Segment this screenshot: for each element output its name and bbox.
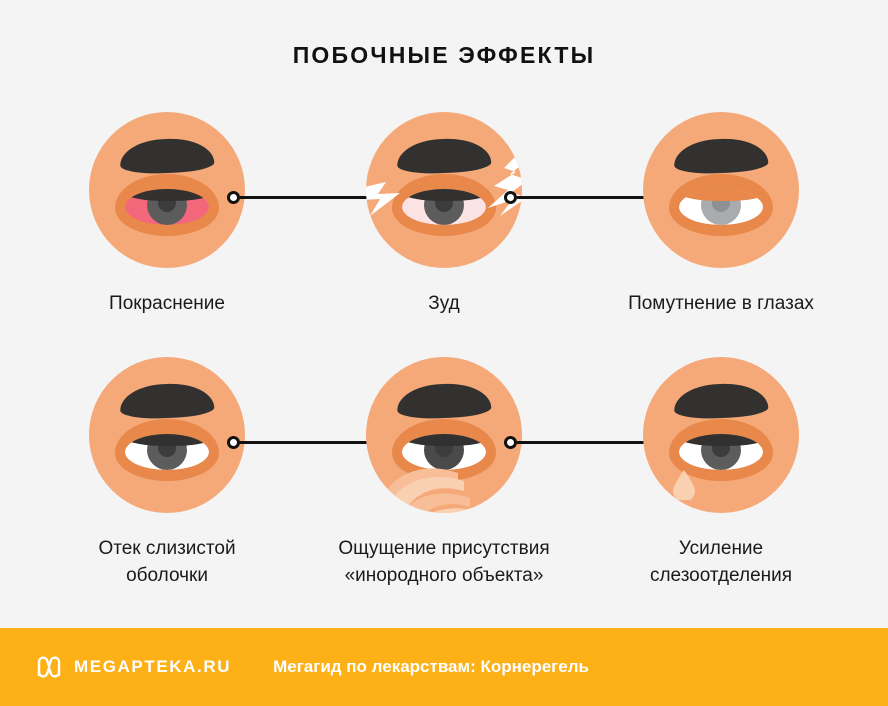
side-effect-caption: Отек слизистой оболочки [28, 535, 306, 589]
caption-line-1: Ощущение присутствия [338, 538, 550, 559]
eye-itching-icon [366, 112, 522, 268]
side-effect-caption: Покраснение [28, 290, 306, 317]
eye-tearing-icon [643, 357, 799, 513]
connector-line [240, 195, 370, 199]
eyebrow-shape [119, 137, 215, 175]
teardrop-icon [673, 470, 695, 500]
caption-line-2: слезоотделения [649, 565, 793, 586]
footer-bar: MEGAPTEKA.RU Мегагид по лекарствам: Корн… [0, 628, 888, 706]
side-effect-caption: Помутнение в глазах [582, 290, 860, 317]
eye-opening [402, 434, 486, 470]
eyebrow-shape [396, 137, 492, 175]
caption-line-1: Покраснение [109, 293, 225, 314]
side-effect-item-swelling[interactable]: Отек слизистой оболочки [28, 357, 306, 589]
caption-line-1: Отек слизистой [98, 538, 236, 559]
side-effect-caption: Усиление слезоотделения [582, 535, 860, 589]
footer-tagline-text: Мегагид по лекарствам: Корнерегель [273, 657, 589, 676]
upper-lid-shadow [402, 434, 486, 446]
eye-foreign-object-icon [366, 357, 522, 513]
connector-knob-left [227, 190, 240, 204]
connector-knob-left [227, 435, 240, 449]
caption-line-1: Помутнение в глазах [628, 293, 814, 314]
lightning-bolt-left-icon [366, 182, 400, 216]
side-effect-item-clouding[interactable]: Помутнение в глазах [582, 112, 860, 317]
eyebrow-shape [119, 382, 215, 420]
eye-opening [679, 189, 763, 225]
eye-clouding-icon [643, 112, 799, 268]
eye-swelling-icon [89, 357, 245, 513]
eye-opening [125, 434, 209, 470]
hand-pulling-lid-icon [378, 468, 480, 513]
side-effect-item-itching[interactable]: Зуд [305, 112, 583, 317]
side-effect-caption: Зуд [305, 290, 583, 317]
megapteka-m-logo-icon [37, 656, 61, 678]
connector-knob-left [504, 435, 517, 449]
caption-line-1: Зуд [428, 293, 460, 314]
eyebrow-shape [396, 382, 492, 420]
caption-line-2: «инородного объекта» [344, 565, 544, 586]
side-effect-item-redness[interactable]: Покраснение [28, 112, 306, 317]
connector-line [517, 195, 647, 199]
connector-knob-left [504, 190, 517, 204]
lightning-bolt-right-icon [488, 150, 522, 216]
side-effect-item-foreign-object[interactable]: Ощущение присутствия «инородного объекта… [305, 357, 583, 589]
side-effects-row-1: Покраснение [0, 112, 888, 357]
eyebrow-shape [673, 137, 769, 175]
eye-opening [125, 189, 209, 225]
side-effects-grid: Покраснение [0, 112, 888, 602]
side-effect-item-tearing[interactable]: Усиление слезоотделения [582, 357, 860, 589]
caption-line-1: Усиление [678, 538, 764, 559]
eye-opening [679, 434, 763, 470]
side-effects-row-2: Отек слизистой оболочки [0, 357, 888, 602]
upper-lid-shadow [125, 434, 209, 446]
eye-redness-icon [89, 112, 245, 268]
connector-line [240, 440, 370, 444]
eyebrow-shape [673, 382, 769, 420]
caption-line-2: оболочки [126, 565, 208, 586]
page-title: ПОБОЧНЫЕ ЭФФЕКТЫ [292, 42, 596, 68]
side-effect-caption: Ощущение присутствия «инородного объекта… [305, 535, 583, 589]
upper-lid-shadow [125, 189, 209, 201]
upper-lid-shadow [402, 189, 486, 201]
upper-lid-shadow [679, 189, 763, 201]
upper-lid-shadow [679, 434, 763, 446]
eye-opening [402, 189, 486, 225]
footer-brand-text[interactable]: MEGAPTEKA.RU [74, 657, 232, 676]
connector-line [517, 440, 647, 444]
